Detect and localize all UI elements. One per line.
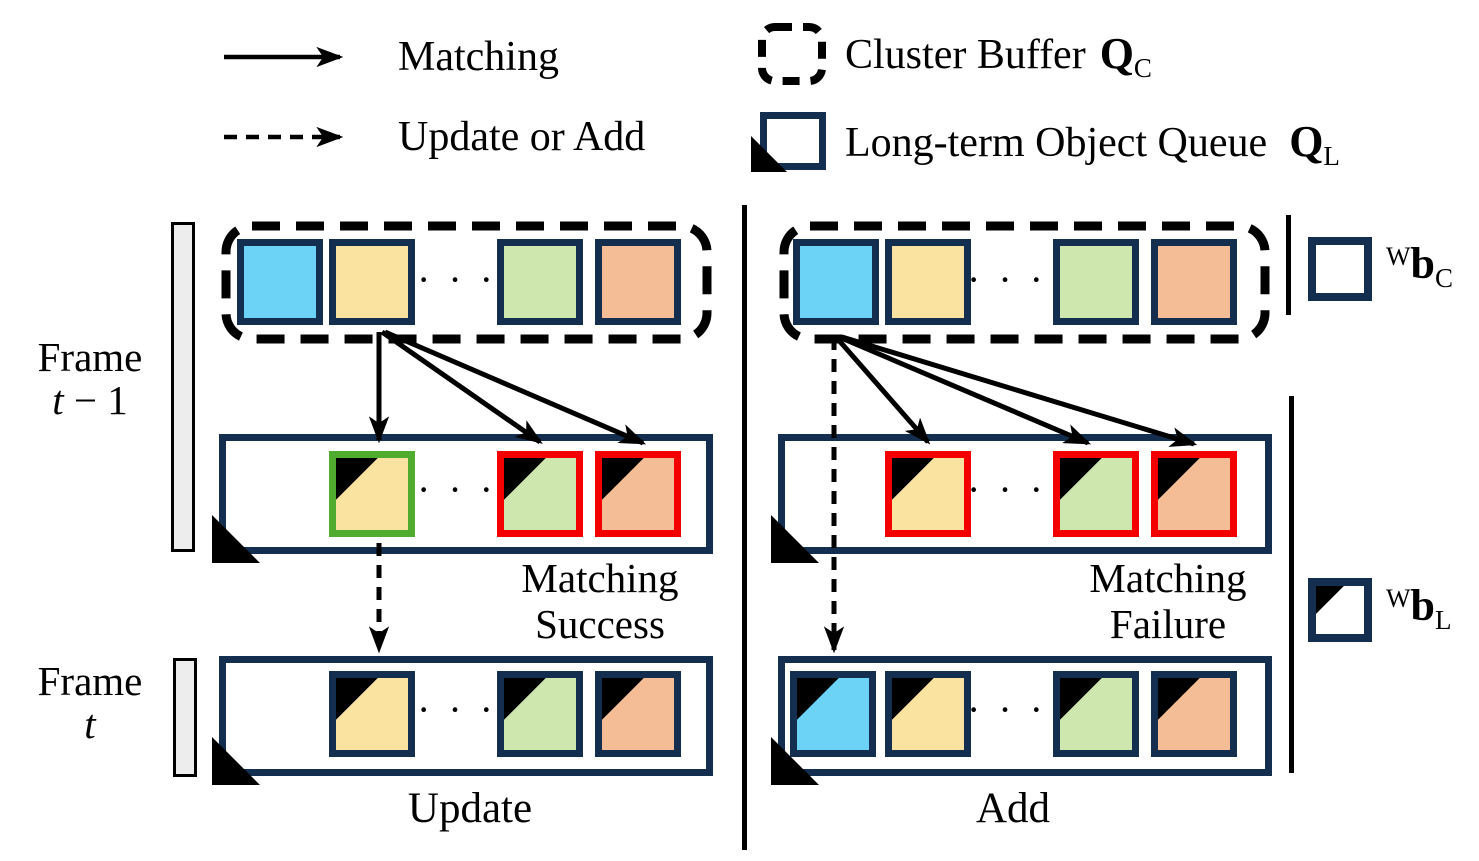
frame-curr-var: t [84, 701, 96, 748]
frame-prev-bar [171, 222, 195, 552]
long-term-text: Long-term Object Queue [845, 120, 1268, 166]
long-term-symbol-sub: L [1323, 141, 1340, 171]
left-buffer-object-yellow [329, 239, 415, 325]
legend-update-or-add-label: Update or Add [398, 114, 646, 160]
cluster-buffer-symbol: Q [1099, 29, 1134, 78]
frame-prev-label: Frame t − 1 [15, 334, 165, 422]
left-match-arrow-salmon [384, 329, 647, 446]
right-buffer-object-salmon [1151, 239, 1237, 325]
stored-marker-triangle [892, 678, 934, 720]
right-match-arrow-salmon [841, 334, 1198, 447]
queue-head-triangle [212, 737, 260, 785]
cluster-buffer-icon [758, 23, 826, 85]
bc-main: b [1410, 239, 1436, 288]
left-prev-ellipsis: · · · [417, 467, 497, 512]
left-match-arrow-green [380, 329, 543, 445]
frame-prev-var: t [52, 377, 64, 424]
right-status-line2: Failure [1109, 600, 1227, 647]
legend-long-term-label: Long-term Object Queue QL [845, 117, 1340, 171]
left-buffer-object-salmon [595, 239, 681, 325]
left-prev-object-green-unmatched [497, 451, 583, 537]
left-buffer-object-blue [237, 239, 323, 325]
stored-marker-triangle [602, 458, 644, 500]
right-buffer-object-green [1053, 239, 1139, 325]
right-buffer-object-blue [793, 239, 879, 325]
right-curr-object-yellow [885, 671, 971, 757]
long-term-symbol: Q [1289, 117, 1324, 166]
left-buffer-ellipsis: · · · [417, 257, 497, 302]
cluster-buffer-symbol-sub: C [1133, 53, 1152, 83]
frame-curr-word: Frame [37, 658, 143, 704]
right-caption: Add [975, 785, 1051, 832]
stored-marker-triangle [1060, 458, 1102, 500]
legend-cluster-buffer-label: Cluster Buffer QC [845, 29, 1152, 83]
frame-curr-label: Frame t [15, 658, 165, 748]
right-buffer-ellipsis: · · · [967, 257, 1047, 302]
left-curr-ellipsis: · · · [417, 687, 497, 732]
stored-marker-triangle [892, 458, 934, 500]
bl-sub: L [1435, 605, 1452, 635]
cluster-buffer-text: Cluster Buffer [845, 32, 1086, 78]
right-status-line1: Matching [1089, 555, 1247, 601]
left-curr-object-green [497, 671, 583, 757]
queue-head-triangle [771, 515, 819, 563]
frame-curr-bar [173, 658, 197, 777]
long-term-queue-icon [751, 112, 826, 172]
stored-marker-triangle [504, 678, 546, 720]
left-caption: Update [407, 785, 533, 832]
long-term-feature-icon [1308, 578, 1372, 642]
stored-marker-triangle [1316, 586, 1344, 614]
legend-matching-label: Matching [398, 34, 559, 80]
stored-marker-triangle [1060, 678, 1102, 720]
right-buffer-object-yellow [885, 239, 971, 325]
bl-symbol-label: WbL [1386, 581, 1452, 635]
panel-divider [742, 205, 747, 850]
stored-marker-triangle [797, 678, 839, 720]
bl-main: b [1410, 581, 1436, 630]
left-buffer-object-green [497, 239, 583, 325]
right-match-arrow-yellow [834, 335, 931, 445]
stored-marker-triangle [336, 678, 378, 720]
queue-rows-separator [1289, 396, 1294, 773]
frame-prev-word: Frame [37, 334, 143, 380]
queue-head-triangle-icon [751, 136, 787, 172]
frame-prev-index: t − 1 [15, 379, 165, 422]
left-status-line1: Matching [521, 555, 679, 601]
bl-sup: W [1386, 584, 1411, 613]
left-prev-object-yellow-matched [329, 451, 415, 537]
queue-head-triangle [212, 515, 260, 563]
buffer-row-separator [1286, 215, 1291, 315]
right-curr-ellipsis: · · · [967, 687, 1047, 732]
left-status-line2: Success [535, 600, 665, 647]
stored-marker-triangle [1158, 458, 1200, 500]
left-curr-object-salmon [595, 671, 681, 757]
stored-marker-triangle [336, 458, 378, 500]
stored-marker-triangle [602, 678, 644, 720]
right-status-text: Matching Failure [1058, 555, 1278, 648]
bc-sup: W [1386, 242, 1411, 271]
cluster-feature-icon [1308, 237, 1372, 301]
right-curr-object-blue-added [790, 671, 876, 757]
bc-symbol-label: WbC [1386, 239, 1453, 293]
right-prev-object-salmon-unmatched [1151, 451, 1237, 537]
left-status-text: Matching Success [490, 555, 710, 648]
stored-marker-triangle [1158, 678, 1200, 720]
right-prev-object-yellow-unmatched [885, 451, 971, 537]
right-prev-object-green-unmatched [1053, 451, 1139, 537]
bc-sub: C [1435, 263, 1454, 293]
left-prev-object-salmon-unmatched [595, 451, 681, 537]
frame-prev-suffix: − 1 [63, 377, 128, 424]
right-curr-object-salmon [1151, 671, 1237, 757]
right-prev-ellipsis: · · · [967, 467, 1047, 512]
stored-marker-triangle [504, 458, 546, 500]
right-curr-object-green [1053, 671, 1139, 757]
left-curr-object-yellow [329, 671, 415, 757]
right-match-arrow-green [838, 334, 1092, 446]
